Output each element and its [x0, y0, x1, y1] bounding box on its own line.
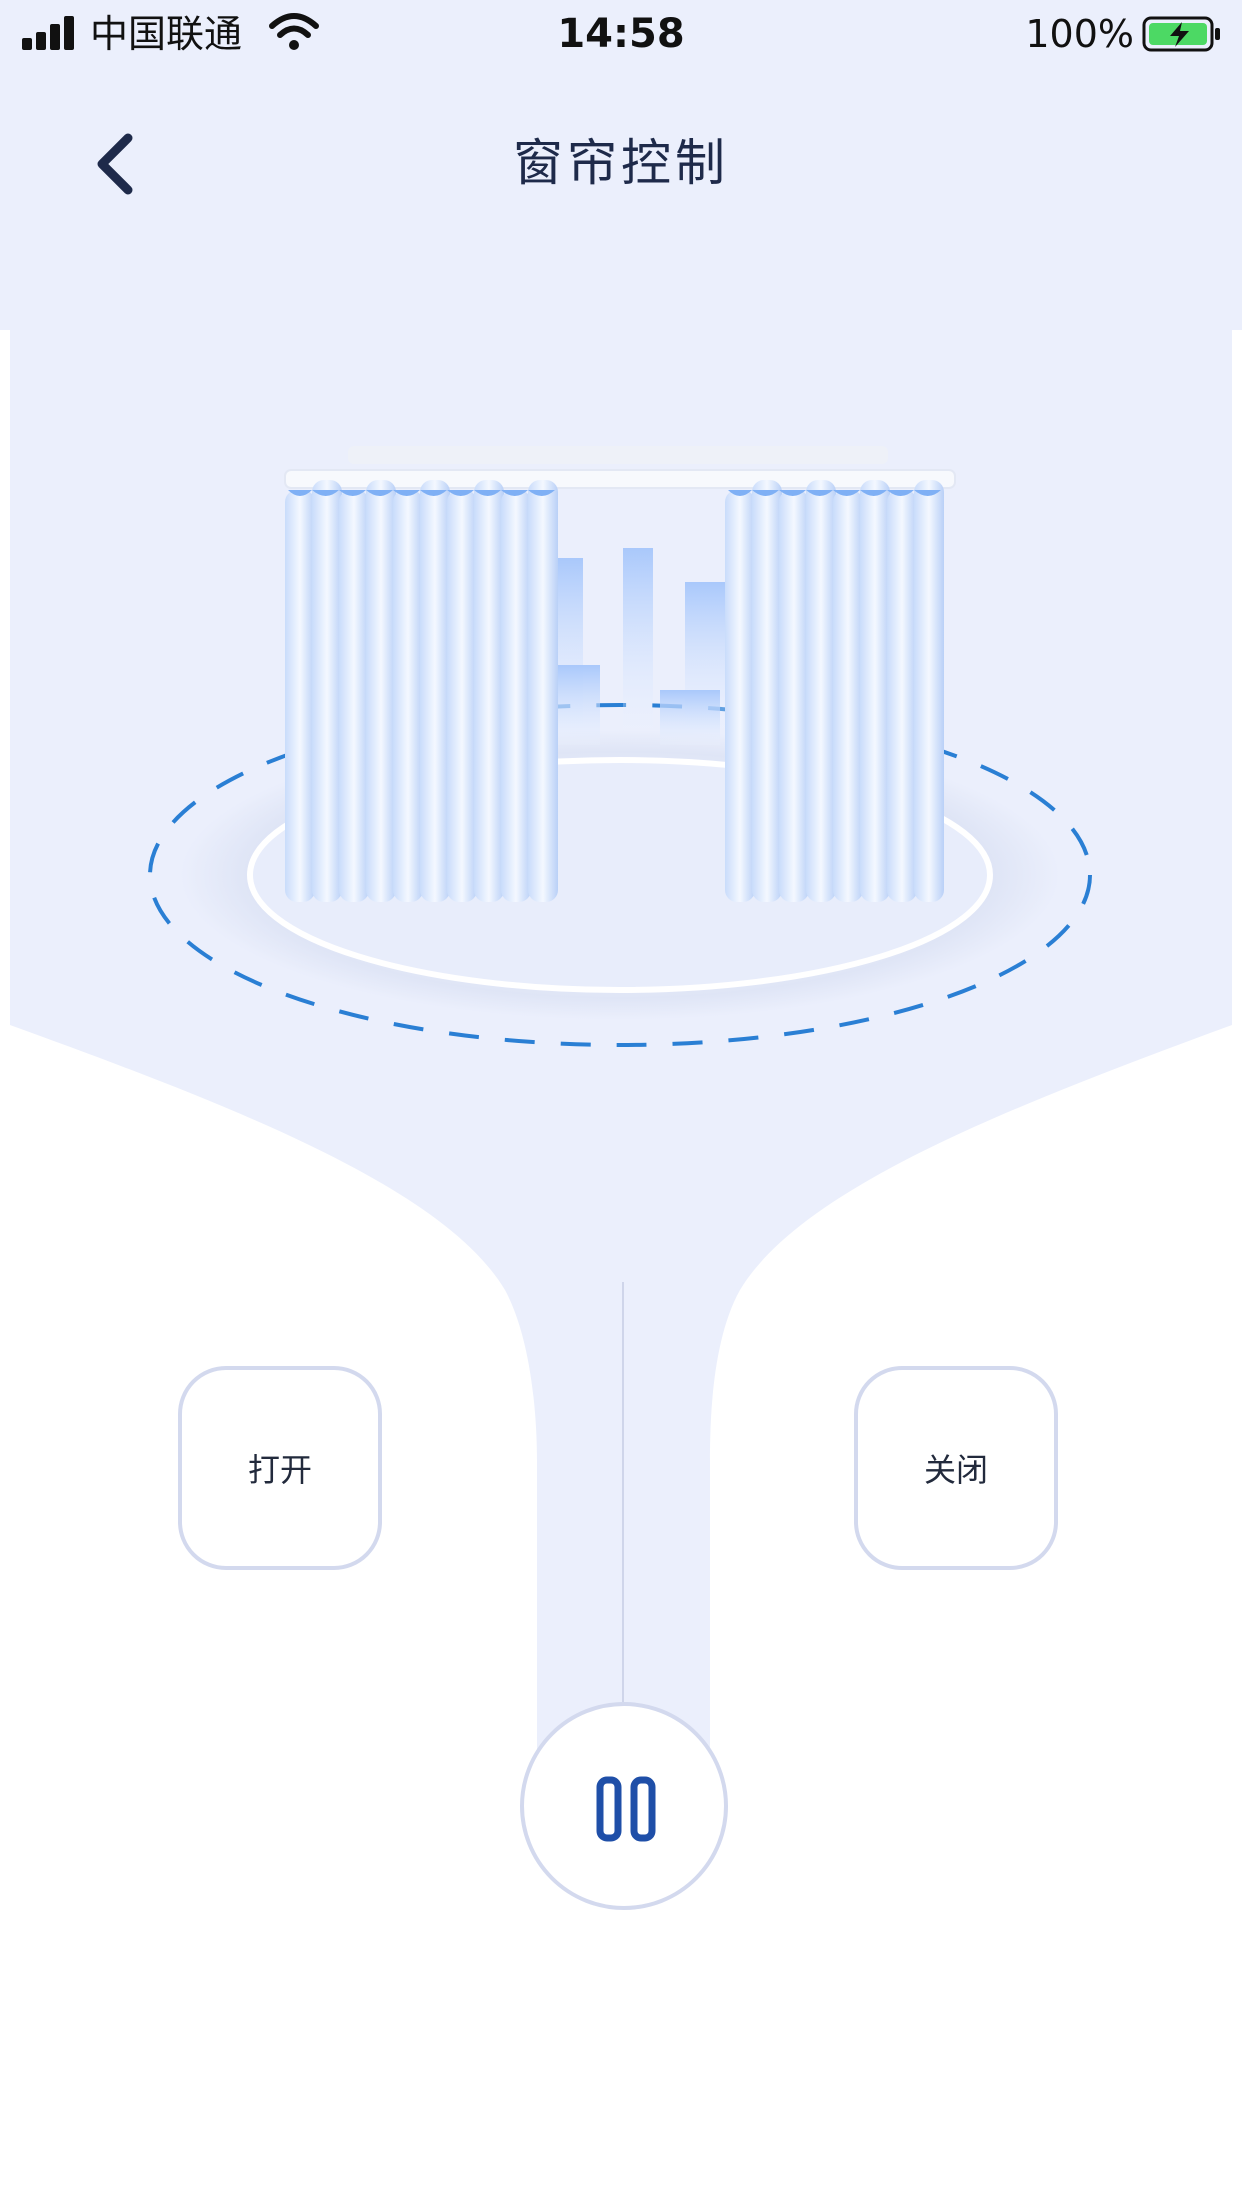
center-divider — [622, 1282, 624, 1702]
curtain-illustration — [148, 446, 1092, 1047]
chevron-left-icon — [97, 133, 133, 195]
signal-strength-icon — [22, 16, 78, 50]
wifi-icon — [269, 13, 319, 50]
open-curtain-button[interactable]: 打开 — [178, 1366, 382, 1570]
battery-charging-icon — [1142, 16, 1220, 52]
close-curtain-button[interactable]: 关闭 — [854, 1366, 1058, 1570]
pause-curtain-button[interactable] — [520, 1702, 728, 1910]
right-curtain — [725, 480, 944, 902]
back-button[interactable] — [80, 120, 160, 210]
battery-percent: 100% — [1025, 12, 1134, 56]
carrier-name: 中国联通 — [90, 12, 243, 56]
pause-icon — [596, 1776, 656, 1842]
left-curtain — [285, 480, 558, 902]
status-bar: 中国联通 14:58 100% — [0, 0, 1242, 70]
open-button-label: 打开 — [247, 1451, 312, 1489]
status-time: 14:58 — [557, 11, 685, 57]
close-button-label: 关闭 — [923, 1451, 988, 1489]
page-title: 窗帘控制 — [513, 134, 729, 192]
